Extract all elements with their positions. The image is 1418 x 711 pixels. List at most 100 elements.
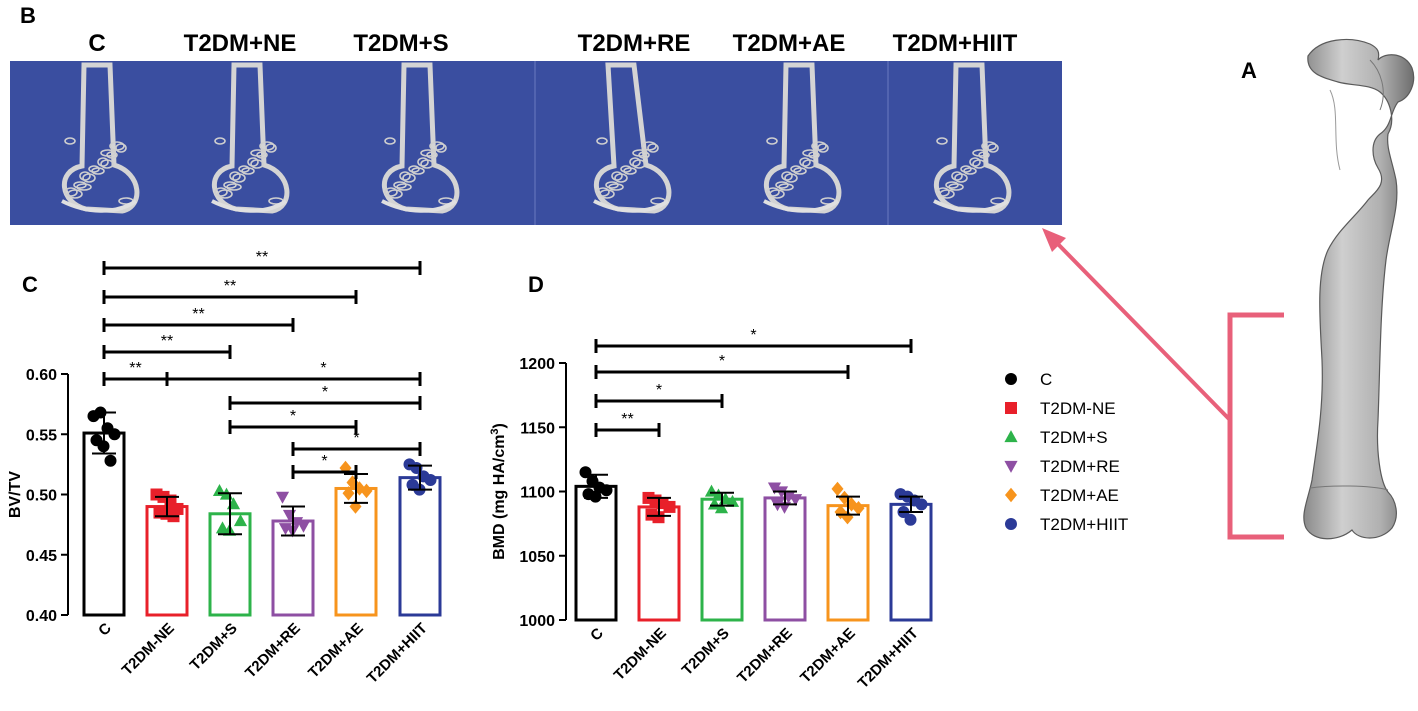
trabecula (638, 151, 650, 159)
trabecula (100, 149, 116, 157)
trabecula (632, 149, 648, 157)
bar (700, 497, 744, 622)
y-tick-label: 1200 (519, 356, 555, 373)
x-category-label: T2DM+S (679, 625, 733, 679)
bone-cortex (594, 62, 672, 214)
trabecula (384, 187, 398, 197)
trabecula (435, 143, 447, 153)
data-point (104, 454, 117, 467)
trabecula (256, 151, 268, 159)
trabecula (605, 181, 619, 189)
data-point (915, 498, 928, 511)
micro-ct-sections (61, 61, 1012, 225)
bone-cortex (764, 62, 842, 214)
trabecula (408, 165, 420, 173)
trabecula (259, 141, 275, 151)
data-point (108, 428, 121, 441)
trabecula (214, 137, 226, 145)
trabecula (981, 141, 997, 151)
x-category-label: C (587, 625, 607, 645)
data-point (233, 514, 248, 527)
data-point (424, 474, 437, 487)
trabecula (781, 171, 793, 181)
bone-section-1 (211, 62, 290, 214)
panel-label-a: A (1241, 58, 1257, 83)
significance-label: ** (256, 249, 268, 266)
trabecula (972, 149, 988, 157)
trabecula (817, 143, 829, 153)
data-point (663, 500, 676, 513)
trabecula (969, 157, 981, 167)
bar (826, 504, 870, 622)
significance-label: * (320, 360, 326, 377)
panel-label-d: D (528, 272, 544, 297)
bone-epiphysis (381, 199, 458, 213)
significance-label: * (353, 430, 359, 447)
bar (82, 431, 126, 617)
trabecula (79, 171, 91, 181)
trabecula (429, 141, 445, 151)
significance-label: ** (161, 333, 173, 350)
trabecula (73, 181, 87, 189)
data-point (652, 511, 665, 524)
trabecula (987, 143, 999, 153)
y-tick-label: 1100 (520, 485, 555, 502)
bone-cortex (382, 62, 460, 214)
trabecula (384, 137, 396, 145)
trabecula (611, 171, 623, 181)
trabecula (399, 171, 411, 181)
data-point (767, 482, 782, 495)
y-tick-label: 0.40 (26, 608, 57, 625)
data-point (342, 486, 355, 501)
legend-label: T2DM+HIIT (1040, 515, 1128, 534)
femur-contour (1309, 485, 1389, 491)
x-category-label: T2DM+AE (797, 625, 859, 687)
trabecula (247, 157, 259, 167)
x-category-label: C (95, 620, 115, 640)
data-point (834, 504, 847, 520)
bone-epiphysis (593, 199, 670, 213)
data-point (714, 501, 729, 514)
y-axis-label: BV/TV (7, 471, 24, 518)
trabecula (596, 137, 608, 145)
trabecula (265, 143, 277, 153)
data-point (788, 494, 803, 507)
data-point (215, 521, 230, 534)
significance-label: * (750, 327, 756, 344)
trabecula (106, 151, 118, 159)
y-tick-label: 1050 (519, 549, 555, 566)
trabecula (223, 181, 237, 189)
trabecula (109, 141, 125, 151)
legend-marker (1005, 518, 1017, 530)
legend-marker (1004, 460, 1018, 473)
x-category-label: T2DM-NE (119, 620, 178, 679)
significance-label: ** (621, 411, 633, 428)
trabecula (978, 151, 990, 159)
trabecula (951, 171, 963, 181)
trabecula (802, 149, 818, 157)
legend-label: T2DM+AE (1040, 486, 1119, 505)
femur-bone-shape (1303, 38, 1415, 540)
bone-section-3 (593, 62, 672, 214)
trabecula (769, 189, 785, 199)
y-tick-label: 0.55 (26, 427, 57, 444)
data-point (600, 484, 613, 497)
data-point (296, 520, 311, 533)
trabecula (88, 165, 100, 173)
ct-group-label-hiit: T2DM+HIIT (892, 30, 1018, 57)
legend-label: T2DM+RE (1040, 457, 1120, 476)
ct-group-label-s: T2DM+S (353, 30, 449, 57)
femur-contour (1329, 89, 1341, 171)
bone-cortex (62, 62, 140, 214)
trabecula (217, 189, 233, 199)
trabecula (620, 165, 632, 173)
y-tick-label: 0.60 (26, 367, 57, 384)
trabecula (599, 189, 615, 199)
trabecula (250, 149, 266, 157)
data-point (360, 483, 373, 499)
trabecula (766, 137, 778, 145)
significance-label: ** (129, 360, 141, 377)
bar (637, 505, 681, 622)
